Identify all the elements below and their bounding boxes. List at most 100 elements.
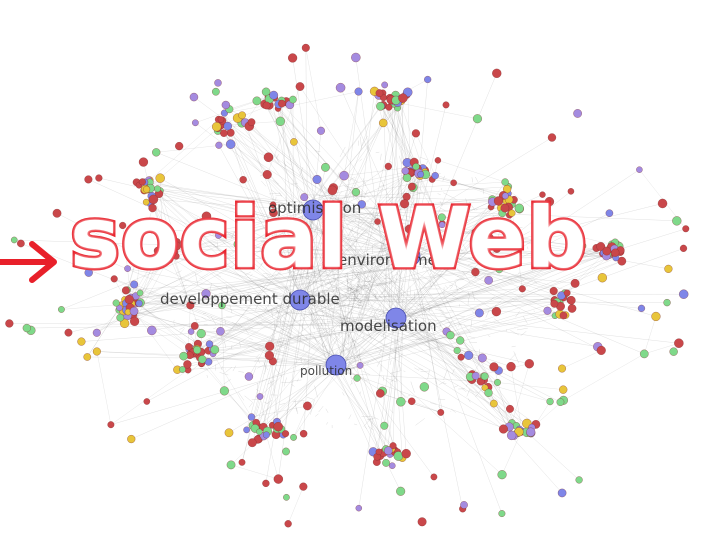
graph-edge bbox=[411, 201, 418, 212]
graph-edge bbox=[342, 349, 346, 355]
graph-node bbox=[288, 53, 298, 63]
graph-edge bbox=[383, 237, 390, 240]
graph-edge bbox=[275, 309, 279, 314]
graph-edge bbox=[160, 190, 177, 243]
graph-node bbox=[524, 359, 534, 369]
graph-edge bbox=[239, 341, 241, 348]
graph-edge bbox=[420, 247, 423, 249]
graph-node bbox=[143, 398, 151, 405]
graph-edge bbox=[271, 98, 327, 365]
graph-edge bbox=[426, 244, 430, 248]
graph-edge bbox=[148, 179, 414, 259]
graph-edge bbox=[296, 306, 387, 463]
graph-node bbox=[140, 222, 149, 231]
graph-edge bbox=[298, 292, 435, 478]
graph-edge bbox=[307, 360, 315, 365]
graph-edge bbox=[381, 290, 386, 294]
graph-edge bbox=[449, 286, 453, 290]
graph-edge bbox=[366, 329, 372, 340]
graph-edge bbox=[354, 185, 357, 187]
graph-edge bbox=[351, 288, 353, 291]
graph-edge bbox=[380, 337, 385, 343]
graph-edge bbox=[248, 287, 251, 289]
graph-edge bbox=[303, 344, 305, 351]
graph-edge bbox=[301, 99, 392, 299]
graph-edge bbox=[332, 335, 343, 346]
graph-edge bbox=[389, 160, 393, 164]
graph-edge bbox=[378, 295, 383, 299]
graph-edge bbox=[269, 207, 317, 347]
graph-edge bbox=[309, 200, 602, 351]
graph-edge bbox=[396, 297, 564, 311]
graph-edge bbox=[396, 326, 407, 454]
graph-edge bbox=[319, 316, 326, 326]
graph-edge bbox=[258, 303, 300, 440]
graph-edge bbox=[359, 310, 363, 316]
graph-edge bbox=[181, 284, 187, 287]
graph-edge bbox=[358, 285, 368, 289]
graph-edge bbox=[150, 188, 310, 204]
graph-edge bbox=[431, 258, 436, 262]
graph-edge bbox=[509, 252, 512, 258]
graph-edge bbox=[330, 269, 500, 358]
graph-node bbox=[220, 129, 228, 137]
graph-edge bbox=[353, 290, 356, 299]
graph-edge bbox=[419, 73, 497, 258]
graph-edge bbox=[326, 255, 333, 259]
graph-node bbox=[247, 438, 257, 448]
graph-edge bbox=[196, 217, 199, 220]
graph-edge bbox=[400, 203, 512, 319]
graph-edge bbox=[467, 291, 471, 298]
graph-edge bbox=[322, 238, 325, 249]
graph-edge bbox=[240, 213, 246, 215]
hub-label-environnement: environnement bbox=[338, 251, 452, 269]
graph-edge bbox=[197, 232, 203, 235]
graph-edge bbox=[282, 307, 290, 312]
graph-edge bbox=[195, 333, 197, 341]
graph-node bbox=[214, 79, 222, 87]
graph-edge bbox=[81, 318, 389, 342]
graph-edge bbox=[303, 358, 306, 362]
graph-edge bbox=[403, 237, 411, 240]
graph-edge bbox=[311, 201, 566, 294]
graph-edge bbox=[357, 304, 364, 307]
graph-edge bbox=[399, 364, 402, 371]
graph-edge bbox=[302, 316, 305, 320]
graph-edge bbox=[197, 293, 305, 351]
graph-edge bbox=[378, 309, 382, 313]
graph-node bbox=[682, 225, 690, 233]
graph-edge bbox=[414, 227, 419, 229]
graph-edge bbox=[393, 276, 398, 280]
graph-edge bbox=[352, 286, 359, 293]
graph-edge bbox=[362, 178, 367, 186]
graph-edge bbox=[314, 166, 389, 219]
graph-node bbox=[148, 226, 156, 234]
graph-edge bbox=[96, 351, 190, 356]
graph-edge bbox=[218, 293, 223, 295]
graph-edge bbox=[362, 370, 371, 375]
graph-nodes bbox=[5, 43, 690, 528]
graph-edge bbox=[400, 291, 403, 300]
graph-node bbox=[596, 242, 606, 251]
graph-node bbox=[438, 213, 446, 222]
graph-edge bbox=[123, 246, 402, 311]
graph-edge bbox=[394, 246, 601, 322]
graph-edge bbox=[301, 265, 310, 275]
graph-edge bbox=[353, 284, 362, 292]
graph-edge bbox=[297, 265, 299, 271]
graph-edge bbox=[379, 284, 386, 291]
graph-edge bbox=[264, 104, 385, 329]
graph-edge bbox=[224, 340, 226, 348]
graph-edge bbox=[340, 162, 408, 378]
graph-edge bbox=[144, 182, 342, 363]
graph-node bbox=[442, 101, 450, 109]
graph-edge bbox=[469, 201, 476, 211]
graph-edge bbox=[390, 228, 686, 321]
graph-edge bbox=[264, 349, 268, 354]
graph-edge bbox=[210, 241, 220, 250]
graph-edge bbox=[398, 274, 403, 281]
graph-edge bbox=[335, 252, 339, 257]
graph-edge bbox=[386, 377, 397, 382]
hub-node bbox=[399, 245, 421, 267]
graph-edge bbox=[291, 384, 295, 387]
